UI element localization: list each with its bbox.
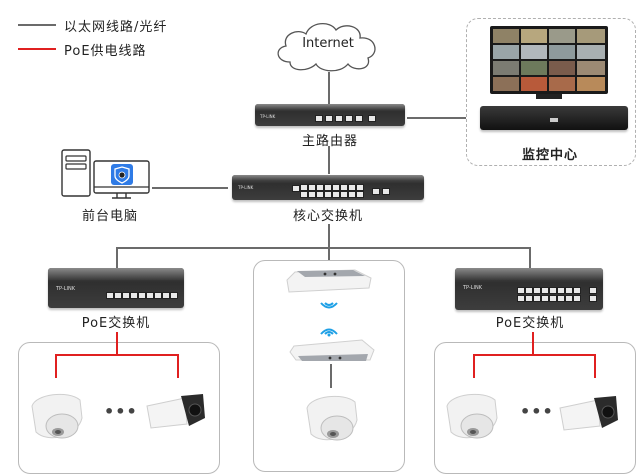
wireless-bridge-group	[253, 260, 405, 472]
right-poe-drop-1	[473, 354, 475, 378]
right-poe-trunk	[532, 332, 534, 355]
cctv-grid-icon	[493, 29, 605, 91]
cloud-icon	[277, 23, 376, 72]
monitor-screen	[490, 26, 608, 94]
wifi-icon	[320, 302, 338, 309]
router-core-link	[328, 146, 330, 174]
right-poe-drop-2	[594, 354, 596, 378]
distribution-link	[116, 247, 530, 249]
internet-label: Internet	[302, 36, 354, 51]
nvr-recorder	[480, 106, 628, 130]
front-desk-pc	[60, 148, 152, 200]
wifi-signal-down	[317, 299, 341, 313]
dome-camera-icon	[31, 393, 83, 439]
wireless-ap-icon	[286, 269, 372, 293]
poe-switch-left: TP-LINK	[48, 268, 184, 308]
left-camera-ellipsis: •••	[104, 402, 138, 421]
bullet-camera-icon	[559, 396, 618, 431]
poe-switch-right: TP-LINK	[455, 268, 603, 310]
left-poe-trunk	[116, 332, 118, 355]
left-poe-drop-1	[55, 354, 57, 378]
legend-ethernet-label: 以太网线路/光纤	[64, 20, 168, 35]
right-switch-link	[529, 247, 531, 268]
poe-switch-right-label: PoE交换机	[495, 316, 565, 331]
wifi-signal-up	[317, 322, 341, 337]
core-switch-label: 核心交换机	[292, 209, 363, 224]
right-bullet-camera	[558, 392, 620, 436]
internet-cloud: Internet	[268, 18, 388, 74]
internet-router-link	[328, 72, 330, 104]
left-bullet-camera	[145, 390, 207, 434]
monitoring-center-label: 监控中心	[521, 148, 578, 163]
dome-camera-icon	[446, 393, 498, 439]
right-camera-ellipsis: •••	[520, 402, 554, 421]
left-dome-camera	[28, 388, 86, 446]
right-switch-brand-mark: TP-LINK	[463, 285, 483, 291]
left-poe-branch	[55, 354, 179, 356]
front-desk-pc-label: 前台电脑	[81, 209, 138, 224]
bridge-camera-link	[330, 364, 332, 388]
router-brand-mark: TP-LINK	[260, 114, 276, 119]
wireless-ap-icon	[289, 339, 375, 361]
pc-core-link	[152, 187, 228, 189]
right-dome-camera	[443, 388, 501, 446]
center-dome-camera	[303, 390, 361, 448]
wireless-ap-bottom	[288, 336, 378, 364]
left-switch-link	[116, 247, 118, 268]
main-router-label: 主路由器	[301, 134, 358, 149]
left-switch-brand-mark: TP-LINK	[56, 286, 76, 292]
main-router: TP-LINK	[255, 104, 405, 126]
core-switch: TP-LINK	[232, 175, 424, 200]
legend-poe-line	[18, 48, 56, 50]
core-switch-brand-mark: TP-LINK	[238, 185, 254, 190]
wireless-ap-top	[285, 268, 375, 296]
dome-camera-icon	[306, 395, 358, 441]
wifi-icon	[320, 328, 338, 337]
desktop-pc-icon	[61, 149, 150, 199]
monitor-stand	[536, 94, 562, 99]
legend-ethernet-line	[18, 24, 56, 26]
legend-poe-label: PoE供电线路	[64, 44, 147, 59]
left-poe-drop-2	[177, 354, 179, 378]
bullet-camera-icon	[146, 394, 205, 429]
right-poe-branch	[473, 354, 596, 356]
router-monitor-link	[407, 117, 483, 119]
poe-switch-left-label: PoE交换机	[81, 316, 151, 331]
